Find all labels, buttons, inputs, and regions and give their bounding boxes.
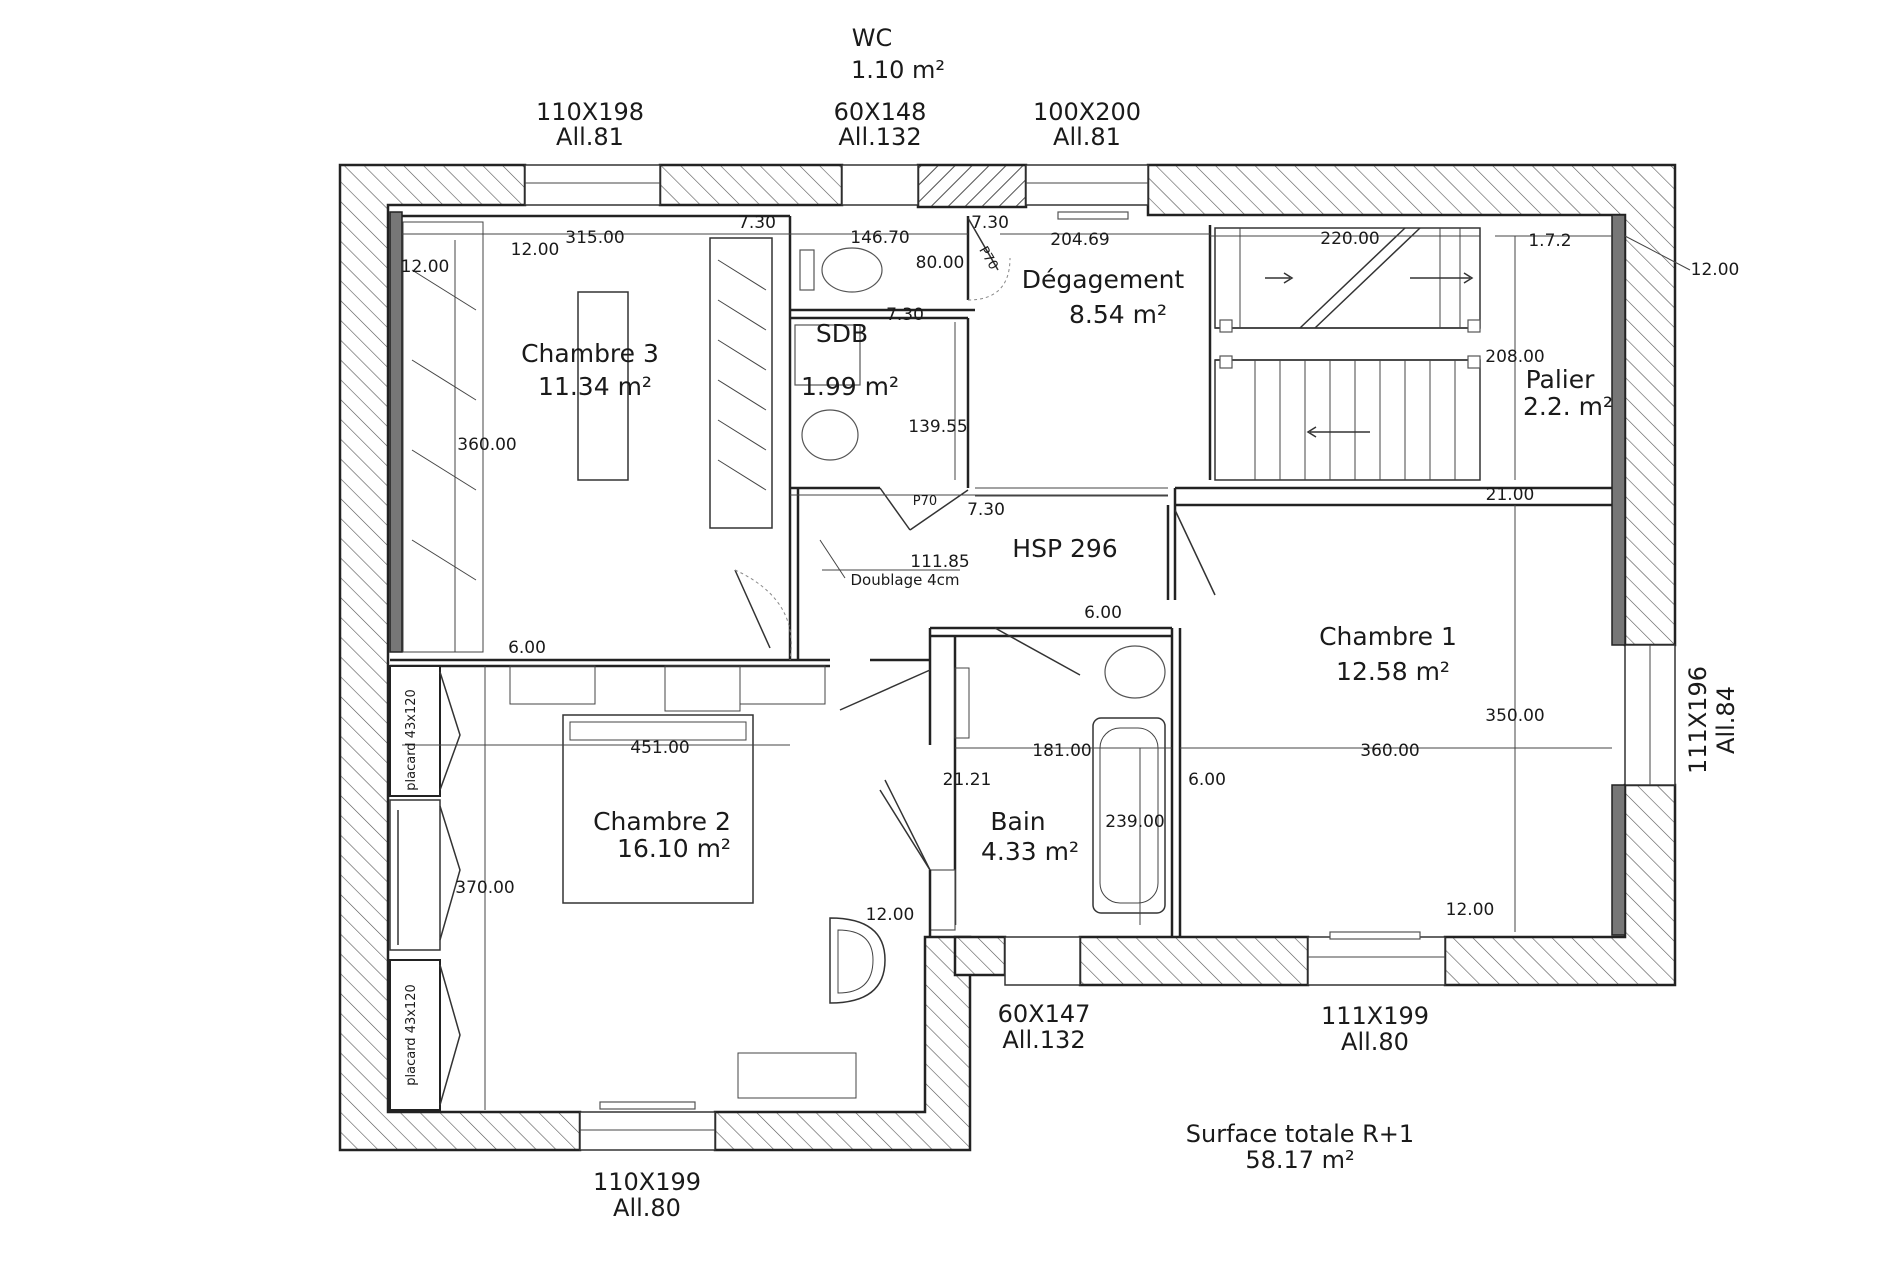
dim-12-bottom-right: 12.00 — [1446, 900, 1495, 920]
room-palier-area: 2.2. m² — [1523, 392, 1613, 421]
dim-360-chambre1: 360.00 — [1360, 741, 1419, 761]
fixtures — [402, 221, 1168, 1099]
window-top-mid-size: 60X148 — [834, 98, 927, 126]
wc-name: WC — [852, 24, 893, 52]
dim-21-21: 21.21 — [943, 770, 992, 790]
window-bottom-ch2-alt: All.80 — [613, 1194, 681, 1222]
dim-220: 220.00 — [1320, 229, 1379, 249]
doors — [734, 217, 1216, 871]
dim-181: 181.00 — [1032, 741, 1091, 761]
window-top-right-size: 100X200 — [1033, 98, 1141, 126]
window-bottom-bain-size: 60X147 — [998, 1000, 1091, 1028]
room-palier-name: Palier — [1526, 365, 1596, 394]
annotation-p70-sdb: P70 — [913, 494, 937, 509]
window-bottom-ch2-size: 110X199 — [593, 1168, 701, 1196]
dim-12-top-left: 12.00 — [401, 257, 450, 277]
dim-1-7-2: 1.7.2 — [1528, 231, 1571, 251]
room-chambre2-area: 16.10 m² — [617, 834, 731, 863]
closet-top-label: placard 43x120 — [404, 689, 419, 791]
room-degagement-name: Dégagement — [1022, 265, 1185, 294]
room-labels: Chambre 3 11.34 m² SDB 1.99 m² Dégagemen… — [521, 265, 1613, 866]
dim-350: 350.00 — [1485, 706, 1544, 726]
interior-walls — [389, 211, 1626, 1111]
dim-730-sdb: 7.30 — [886, 305, 924, 325]
window-openings — [524, 164, 1676, 1151]
closet-bottom-label: placard 43x120 — [404, 984, 419, 1086]
room-chambre1-name: Chambre 1 — [1319, 622, 1457, 651]
window-top-left-size: 110X198 — [536, 98, 644, 126]
window-bottom-ch1-alt: All.80 — [1341, 1028, 1409, 1056]
dim-360-chambre3: 360.00 — [457, 435, 516, 455]
room-chambre3-area: 11.34 m² — [538, 372, 652, 401]
total-surface: Surface totale R+1 58.17 m² — [1186, 1120, 1414, 1174]
room-bain-area: 4.33 m² — [981, 837, 1079, 866]
dimension-labels: 315.00 7.30 146.70 7.30 204.69 220.00 1.… — [401, 213, 1740, 925]
room-sdb-name: SDB — [816, 319, 868, 348]
wall-top-center — [658, 163, 844, 207]
dim-12-top-right: 12.00 — [1691, 260, 1740, 280]
dim-204-69: 204.69 — [1050, 230, 1109, 250]
dim-6-chambre2: 6.00 — [508, 638, 546, 658]
room-bain-name: Bain — [990, 807, 1045, 836]
dim-12-top-left-b: 12.00 — [511, 240, 560, 260]
window-right-alt: All.84 — [1712, 686, 1740, 754]
window-bottom-bain-alt: All.132 — [1002, 1026, 1085, 1054]
annotation-doublage: Doublage 4cm — [850, 571, 959, 589]
annotations: Doublage 4cm P70 P70 placard 43x120 plac… — [404, 244, 1001, 1086]
window-labels: WC 1.10 m² 110X198 All.81 60X148 All.132… — [536, 24, 1740, 1222]
dim-111-85: 111.85 — [910, 552, 969, 572]
window-top-mid-alt: All.132 — [838, 123, 921, 151]
dim-208: 208.00 — [1485, 347, 1544, 367]
dim-80: 80.00 — [916, 253, 965, 273]
room-hsp: HSP 296 — [1012, 534, 1117, 563]
wc-area: 1.10 m² — [851, 56, 945, 84]
total-surface-value: 58.17 m² — [1245, 1146, 1354, 1174]
wall-bottom-left — [713, 935, 972, 1152]
dim-730-hall: 7.30 — [967, 500, 1005, 520]
wall-wc-block — [916, 163, 1028, 209]
dim-21: 21.00 — [1486, 485, 1535, 505]
wall-bottom-bain-left — [953, 935, 1007, 977]
dim-370: 370.00 — [455, 878, 514, 898]
wall-bottom-mid — [1078, 935, 1310, 987]
room-degagement-area: 8.54 m² — [1069, 300, 1167, 329]
room-chambre1-area: 12.58 m² — [1336, 657, 1450, 686]
window-top-right-alt: All.81 — [1053, 123, 1121, 151]
dim-6-chambre1: 6.00 — [1188, 770, 1226, 790]
room-chambre3-name: Chambre 3 — [521, 339, 659, 368]
window-top-left-alt: All.81 — [556, 123, 624, 151]
dim-730-top-mid: 7.30 — [971, 213, 1009, 233]
dim-451: 451.00 — [630, 738, 689, 758]
window-bottom-ch1-size: 111X199 — [1321, 1002, 1429, 1030]
dim-730-top-left: 7.30 — [738, 213, 776, 233]
staircase — [1214, 227, 1481, 481]
dim-146-70: 146.70 — [850, 228, 909, 248]
wall-right-lower — [1443, 783, 1677, 987]
window-right-size: 111X196 — [1684, 666, 1712, 774]
dim-315: 315.00 — [565, 228, 624, 248]
dim-12-bottom-left: 12.00 — [866, 905, 915, 925]
dim-6-bain: 6.00 — [1084, 603, 1122, 623]
room-chambre2-name: Chambre 2 — [593, 807, 731, 836]
total-surface-label: Surface totale R+1 — [1186, 1120, 1414, 1148]
room-sdb-area: 1.99 m² — [801, 372, 899, 401]
dimension-lines — [402, 233, 1691, 1110]
dim-239: 239.00 — [1105, 812, 1164, 832]
dim-139-55: 139.55 — [908, 417, 967, 437]
